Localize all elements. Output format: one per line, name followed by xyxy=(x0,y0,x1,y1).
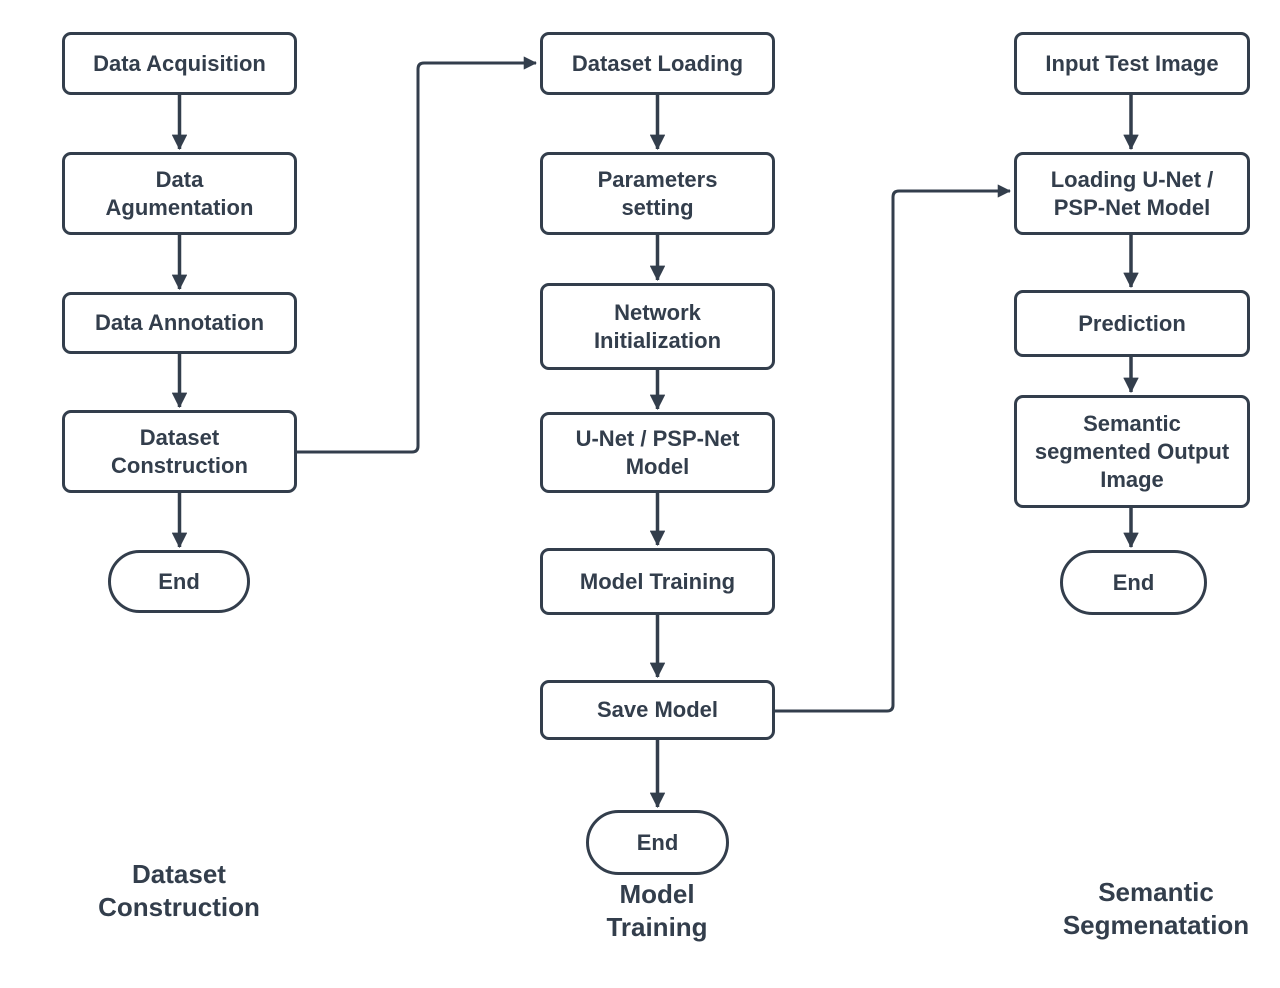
node-model-training: Model Training xyxy=(540,548,775,615)
node-unet-pspnet-model: U-Net / PSP-Net Model xyxy=(540,412,775,493)
node-dataset-loading: Dataset Loading xyxy=(540,32,775,95)
node-end-1: End xyxy=(108,550,250,613)
node-network-initialization: Network Initialization xyxy=(540,283,775,370)
connector-save-model-to-loading-model xyxy=(775,184,1011,713)
node-end-2: End xyxy=(586,810,729,875)
node-input-test-image: Input Test Image xyxy=(1014,32,1250,95)
node-semantic-segmented-output: Semantic segmented Output Image xyxy=(1014,395,1250,508)
node-parameters-setting: Parameters setting xyxy=(540,152,775,235)
node-data-acquisition: Data Acquisition xyxy=(62,32,297,95)
node-data-agumentation: Data Agumentation xyxy=(62,152,297,235)
node-data-annotation: Data Annotation xyxy=(62,292,297,354)
caption-semantic-segmenatation: Semantic Segmenatation xyxy=(1062,877,1250,940)
connector-dataset-construction-to-dataset-loading xyxy=(297,56,537,454)
node-loading-unet-pspnet-model: Loading U-Net / PSP-Net Model xyxy=(1014,152,1250,235)
node-save-model: Save Model xyxy=(540,680,775,740)
node-dataset-construction: Dataset Construction xyxy=(62,410,297,493)
node-end-3: End xyxy=(1060,550,1207,615)
caption-dataset-construction: Dataset Construction xyxy=(98,859,260,922)
node-prediction: Prediction xyxy=(1014,290,1250,357)
caption-model-training: Model Training xyxy=(606,879,708,942)
